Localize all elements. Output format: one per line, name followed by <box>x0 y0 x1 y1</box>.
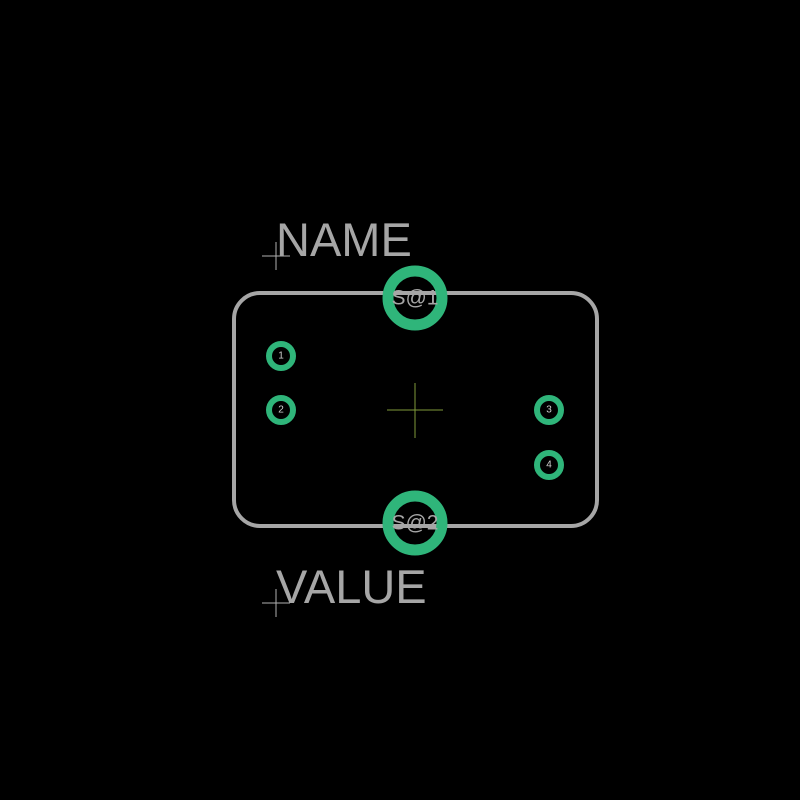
pad-1-label: 1 <box>278 351 284 362</box>
pad-2[interactable] <box>266 395 296 425</box>
shield-pad-1-label: S@1 <box>391 287 438 310</box>
pad-4-label: 4 <box>546 460 552 471</box>
pad-3-label: 3 <box>546 405 552 416</box>
component-outline <box>232 291 599 528</box>
shield-pad-2[interactable] <box>382 490 448 556</box>
value-label: VALUE <box>276 560 427 613</box>
pad-3[interactable] <box>534 395 564 425</box>
shield-pad-1[interactable] <box>382 265 448 331</box>
pad-4[interactable] <box>534 450 564 480</box>
value-origin-cross <box>262 589 290 617</box>
name-origin-cross <box>262 242 290 270</box>
shield-pad-2-label: S@2 <box>391 512 438 535</box>
pad-1[interactable] <box>266 341 296 371</box>
pad-2-label: 2 <box>278 405 284 416</box>
center-crosshair <box>387 383 443 438</box>
name-label: NAME <box>276 213 412 266</box>
